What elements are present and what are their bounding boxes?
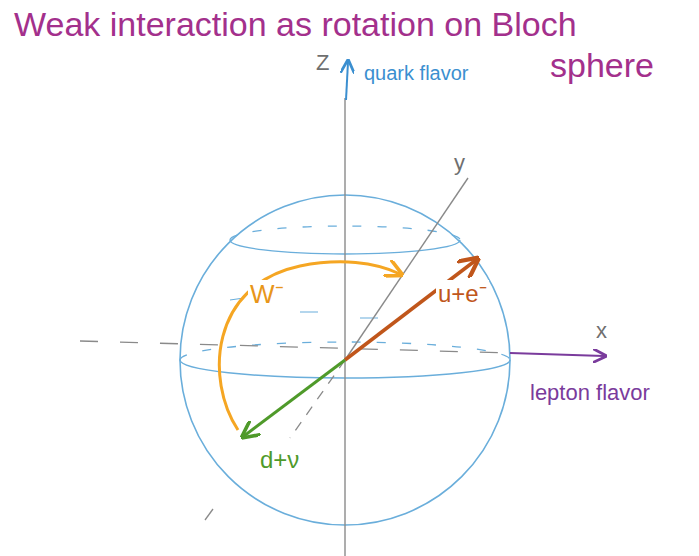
axis-label: y — [452, 150, 467, 175]
state-label: d+ν — [258, 446, 301, 474]
y-axis-dash — [205, 509, 213, 520]
axis-label: x — [594, 318, 609, 343]
y-axis-back — [290, 360, 345, 438]
axis-label: Z — [314, 50, 331, 75]
state-label: u+e⁻ — [436, 280, 489, 308]
axis-name: quark flavor — [362, 62, 471, 85]
quark-flavor-arrow — [346, 62, 348, 100]
up-electron-vector — [345, 260, 476, 360]
y-axis — [345, 178, 468, 360]
z-axis — [344, 98, 345, 556]
down-neutrino-vector — [244, 360, 345, 436]
x-axis — [80, 341, 510, 353]
boson-label: W⁻ — [248, 280, 286, 310]
lepton-flavor-arrow — [510, 353, 604, 356]
w-rotation-arc — [219, 262, 400, 430]
axis-name: lepton flavor — [528, 380, 652, 405]
diagram-title: Weak interaction as rotation on Bloch sp… — [14, 4, 654, 86]
